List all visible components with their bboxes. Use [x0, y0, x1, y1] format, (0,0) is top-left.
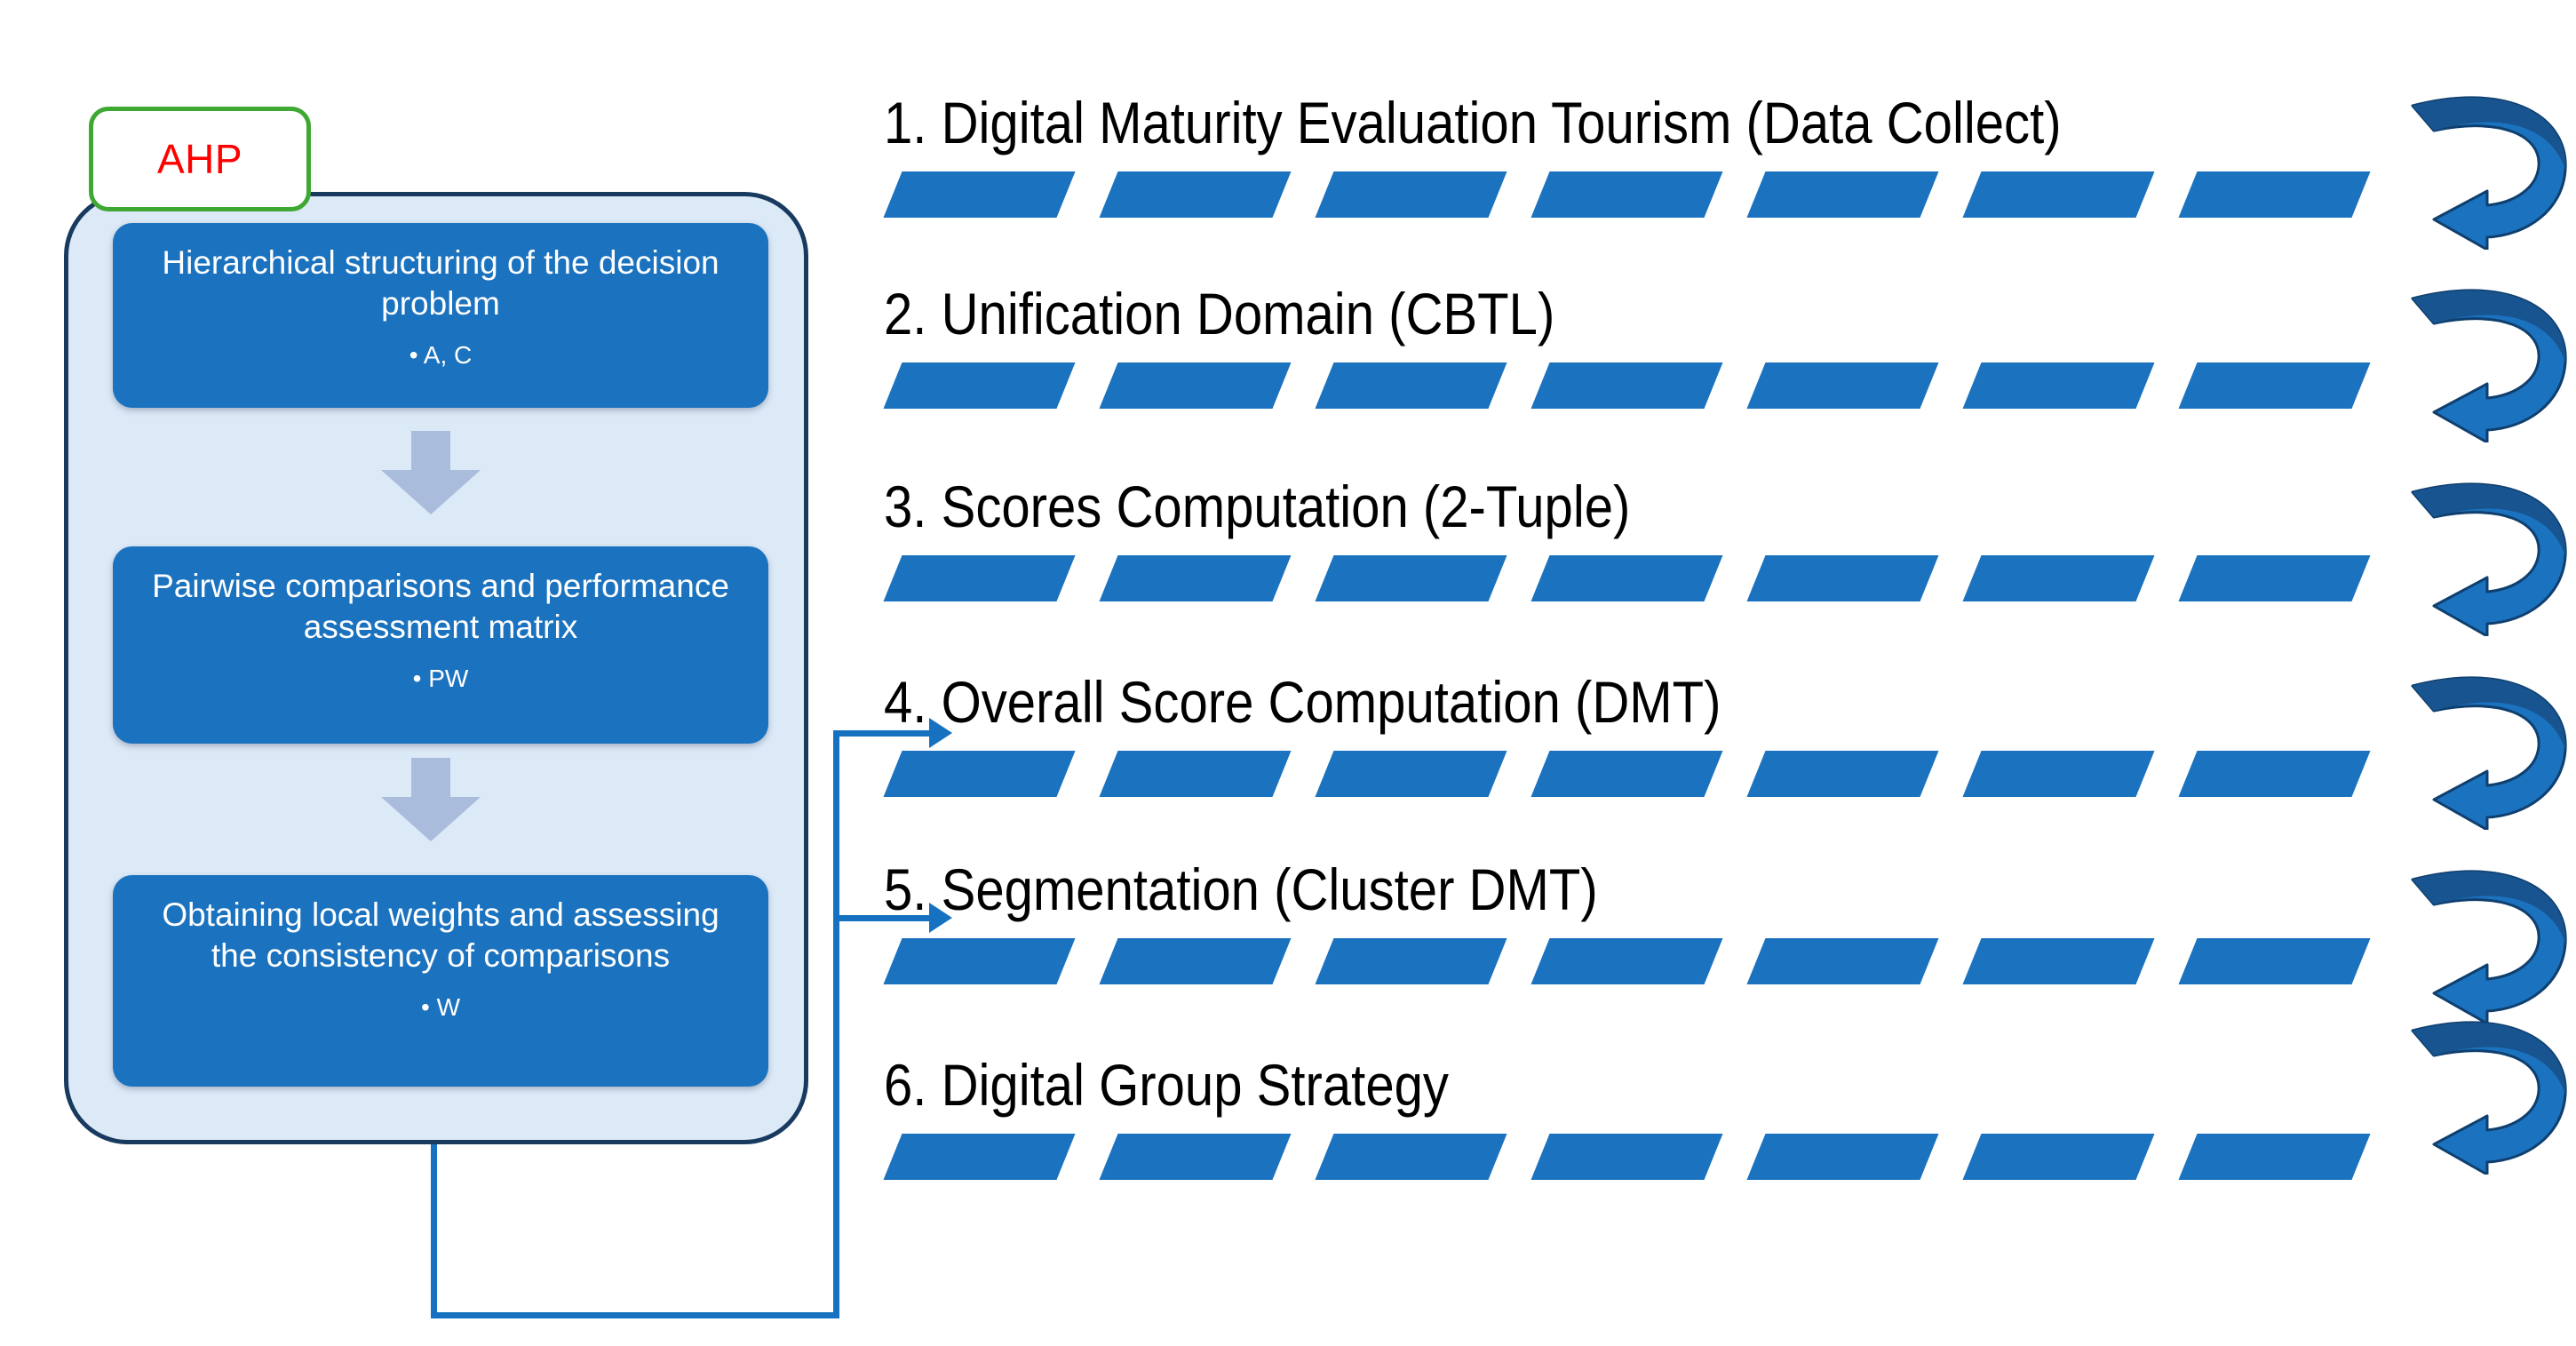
dash-segment: [1962, 171, 2155, 218]
curved-loop-arrow-icon: [2402, 1009, 2571, 1176]
dash-segment: [1099, 938, 1292, 984]
dash-segment: [1530, 938, 1723, 984]
dash-segment: [1962, 555, 2155, 601]
dash-segment: [883, 1134, 1076, 1180]
dash-segment: [1315, 171, 1507, 218]
dash-row-6: [883, 1134, 2403, 1180]
connector-segment-down: [431, 1144, 437, 1318]
dash-segment: [1099, 171, 1292, 218]
dash-segment: [2178, 555, 2371, 601]
connector-arrowhead-step4: [929, 718, 952, 748]
ahp-badge[interactable]: AHP: [89, 107, 311, 211]
curved-loop-arrow-icon: [2402, 277, 2571, 444]
dash-segment: [1099, 1134, 1292, 1180]
dash-segment: [1099, 555, 1292, 601]
dash-segment: [1099, 362, 1292, 409]
process-step-label-3: 3. Scores Computation (2-Tuple): [884, 474, 1631, 539]
connector-segment-up: [833, 730, 839, 1318]
dash-segment: [1315, 555, 1507, 601]
dash-segment: [1962, 1134, 2155, 1180]
process-step-label-5: 5. Segmentation (Cluster DMT): [884, 856, 1598, 922]
connector-arrowhead-step5: [929, 903, 952, 933]
ahp-step-title-3: Obtaining local weights and assessing th…: [162, 896, 720, 975]
dash-segment: [883, 751, 1076, 797]
dash-row-1: [883, 171, 2403, 218]
curved-loop-arrow-icon: [2402, 471, 2571, 638]
dash-segment: [1530, 171, 1723, 218]
dash-segment: [1315, 362, 1507, 409]
dash-segment: [1746, 171, 1939, 218]
process-step-1[interactable]: 1. Digital Maturity Evaluation Tourism (…: [883, 90, 2403, 218]
dash-segment: [1315, 938, 1507, 984]
dash-segment: [1746, 555, 1939, 601]
process-step-2[interactable]: 2. Unification Domain (CBTL): [883, 281, 2403, 409]
curved-loop-arrow-icon: [2402, 665, 2571, 832]
process-step-4[interactable]: 4. Overall Score Computation (DMT): [883, 669, 2403, 797]
ahp-step-box-1[interactable]: Hierarchical structuring of the decision…: [113, 223, 768, 408]
process-step-5[interactable]: 5. Segmentation (Cluster DMT): [883, 856, 2403, 984]
dash-segment: [1315, 1134, 1507, 1180]
process-step-label-2: 2. Unification Domain (CBTL): [884, 281, 1555, 346]
dash-segment: [1746, 1134, 1939, 1180]
process-step-6[interactable]: 6. Digital Group Strategy: [883, 1052, 2403, 1180]
dash-row-2: [883, 362, 2403, 409]
process-step-label-6: 6. Digital Group Strategy: [884, 1052, 1449, 1118]
ahp-step-title-1: Hierarchical structuring of the decision…: [162, 244, 720, 323]
ahp-panel: Hierarchical structuring of the decision…: [64, 192, 808, 1144]
dash-segment: [1962, 938, 2155, 984]
dash-segment: [1746, 751, 1939, 797]
dash-row-5: [883, 938, 2403, 984]
dash-segment: [2178, 938, 2371, 984]
dash-segment: [1746, 938, 1939, 984]
dash-segment: [1962, 751, 2155, 797]
dash-segment: [883, 362, 1076, 409]
ahp-step-bullet-2: • PW: [412, 664, 469, 692]
dash-row-4: [883, 751, 2403, 797]
dash-segment: [1530, 1134, 1723, 1180]
down-arrow-icon: [381, 431, 481, 514]
curved-loop-arrow-icon: [2402, 84, 2571, 251]
dash-segment: [883, 555, 1076, 601]
ahp-step-bullet-1: • A, C: [409, 340, 473, 369]
dash-segment: [1962, 362, 2155, 409]
down-arrow-icon: [381, 758, 481, 841]
ahp-step-box-2[interactable]: Pairwise comparisons and performance ass…: [113, 546, 768, 744]
connector-segment-bottom: [431, 1312, 839, 1318]
dash-segment: [1315, 751, 1507, 797]
dash-segment: [1530, 362, 1723, 409]
dash-segment: [2178, 362, 2371, 409]
process-step-label-1: 1. Digital Maturity Evaluation Tourism (…: [884, 90, 2062, 155]
process-step-label-4: 4. Overall Score Computation (DMT): [884, 669, 1721, 735]
ahp-badge-label: AHP: [156, 136, 243, 182]
curved-loop-arrow-icon: [2402, 858, 2571, 1025]
dash-segment: [1099, 751, 1292, 797]
dash-segment: [1530, 751, 1723, 797]
ahp-step-bullet-3: • W: [420, 992, 460, 1021]
ahp-step-box-3[interactable]: Obtaining local weights and assessing th…: [113, 875, 768, 1087]
dash-segment: [1530, 555, 1723, 601]
dash-segment: [2178, 1134, 2371, 1180]
dash-segment: [883, 938, 1076, 984]
dash-segment: [2178, 751, 2371, 797]
connector-branch-step4: [833, 730, 933, 737]
ahp-step-title-2: Pairwise comparisons and performance ass…: [152, 568, 729, 646]
dash-segment: [1746, 362, 1939, 409]
dash-row-3: [883, 555, 2403, 601]
dash-segment: [883, 171, 1076, 218]
process-step-3[interactable]: 3. Scores Computation (2-Tuple): [883, 474, 2403, 601]
dash-segment: [2178, 171, 2371, 218]
connector-branch-step5: [833, 915, 933, 921]
